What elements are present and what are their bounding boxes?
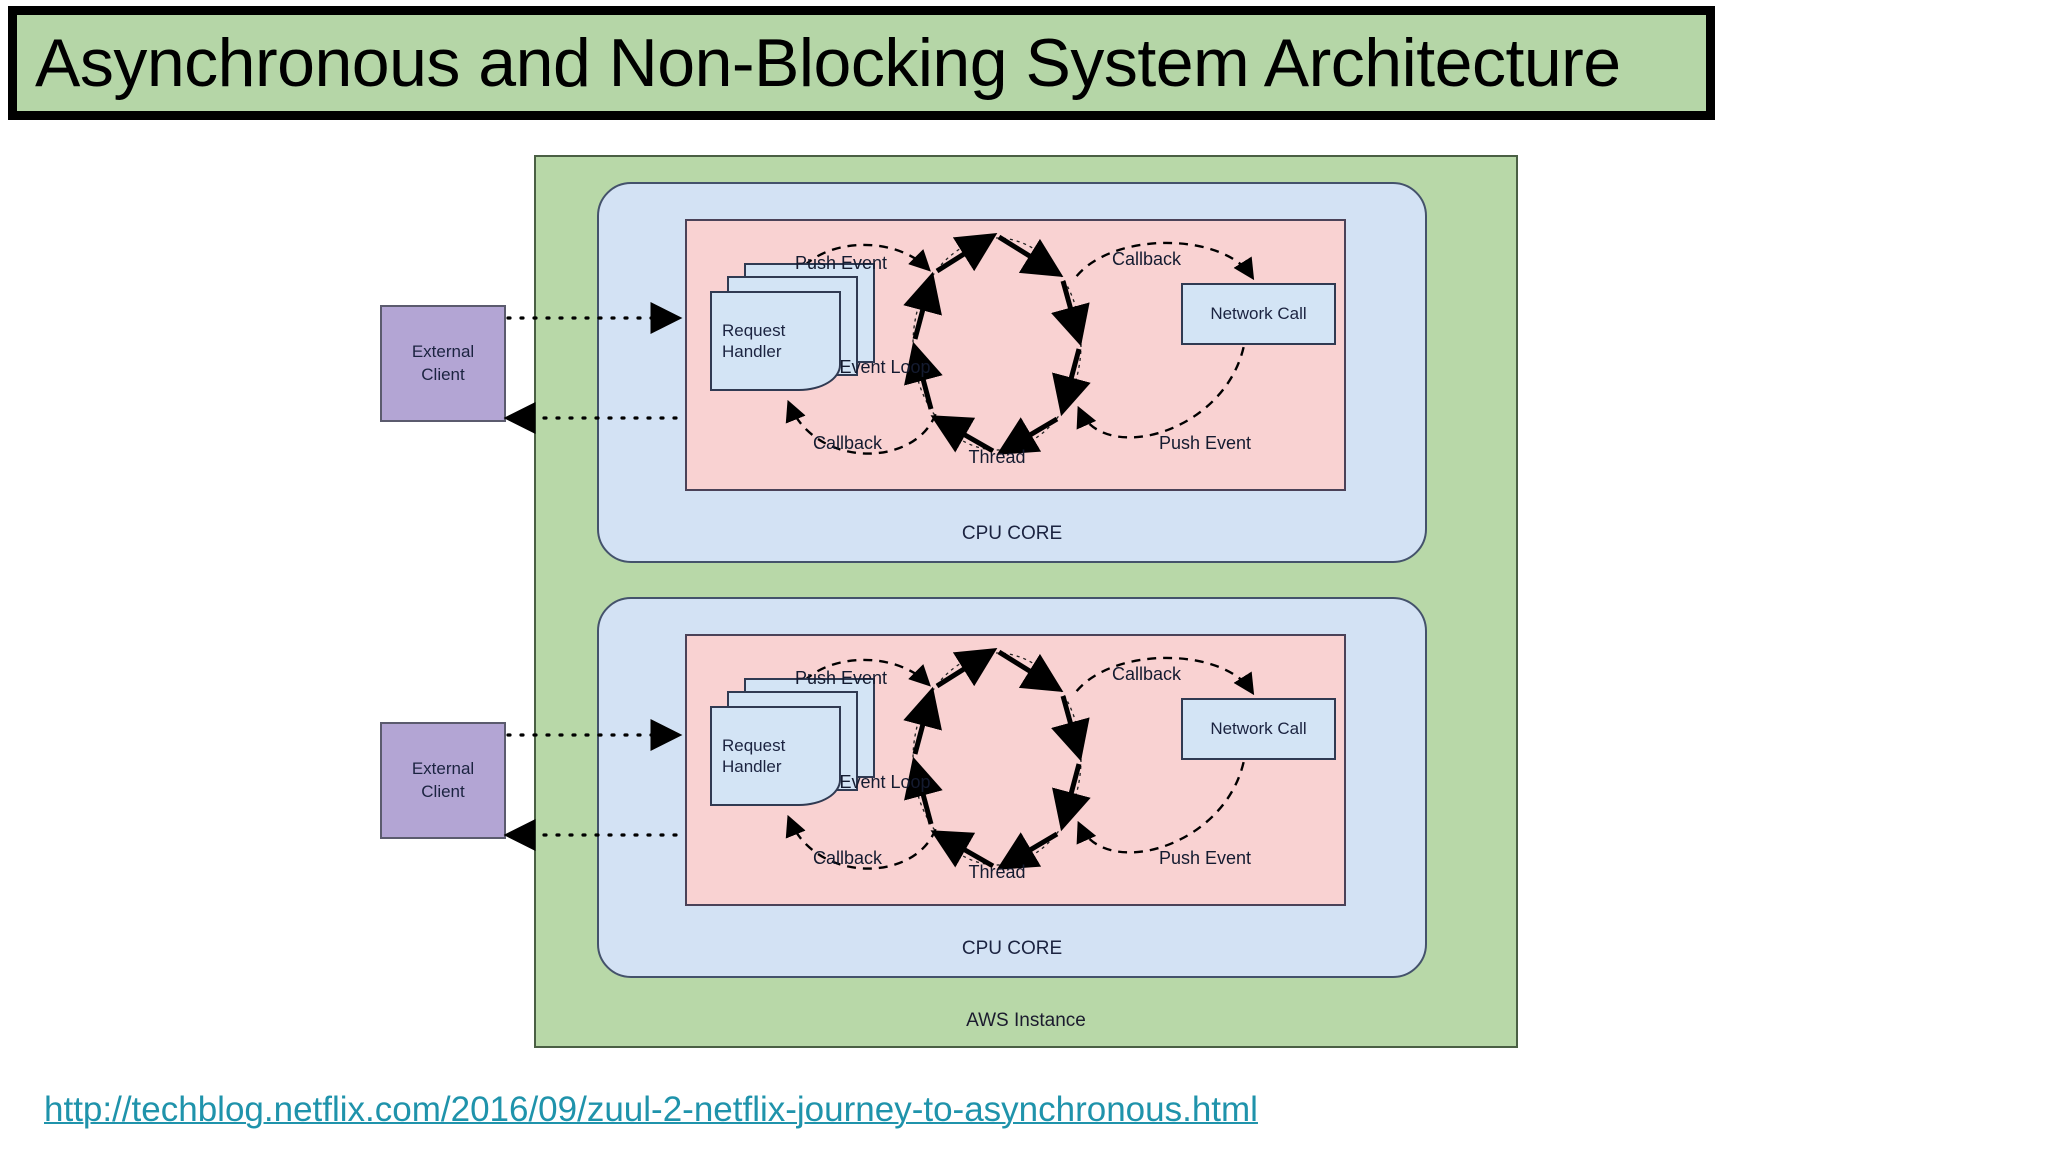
flow-label-push-event-right-1: Push Event [1159,433,1252,453]
cpu-core-1: Request Handler [597,182,1427,563]
external-client-box-1: External Client [380,305,506,422]
aws-instance-label: AWS Instance [966,1010,1086,1031]
request-handler-card-front: Request Handler [710,291,841,391]
cpu-core-label-2: CPU CORE [961,938,1063,959]
external-client-box-2: External Client [380,722,506,839]
thread-label-1: Thread [968,447,1026,467]
network-call-box-2: Network Call [1181,698,1336,760]
event-loop-label-1: Event Loop [839,357,931,377]
request-handler-stack-1: Request Handler [710,263,875,391]
event-loop-polygon-icon [903,233,1091,455]
flow-label-callback-top-right-1: Callback [1112,249,1182,269]
slide-title-bar: Asynchronous and Non-Blocking System Arc… [8,6,1715,120]
flow-label-callback-top-right-2: Callback [1112,664,1182,684]
aws-instance-container: Request Handler [534,155,1518,1048]
thread-panel-2: Request Handler [685,634,1346,906]
request-handler-label-1: Request Handler [722,320,786,361]
flow-label-push-event-left-1: Push Event [795,253,888,273]
thread-panel-1: Request Handler [685,219,1346,491]
event-loop-polygon-icon [903,648,1091,870]
flow-label-callback-bottom-left-2: Callback [813,848,883,868]
cpu-core-2: Request Handler [597,597,1427,978]
event-loop-label-2: Event Loop [839,772,931,792]
event-loop-1 [899,229,1095,459]
cpu-core-label-1: CPU CORE [961,523,1063,544]
flow-label-push-event-right-2: Push Event [1159,848,1252,868]
external-client-label-2: External Client [411,759,475,801]
page-title: Asynchronous and Non-Blocking System Arc… [35,25,1621,101]
event-loop-2 [899,644,1095,874]
request-handler-label-2: Request Handler [722,735,786,776]
thread-label-2: Thread [968,862,1026,882]
request-handler-stack-2: Request Handler [710,678,875,806]
external-client-label-1: External Client [411,342,475,384]
source-link[interactable]: http://techblog.netflix.com/2016/09/zuul… [44,1090,1258,1129]
flow-label-callback-bottom-left-1: Callback [813,433,883,453]
request-handler-card-front: Request Handler [710,706,841,806]
flow-label-push-event-left-2: Push Event [795,668,888,688]
network-call-box-1: Network Call [1181,283,1336,345]
